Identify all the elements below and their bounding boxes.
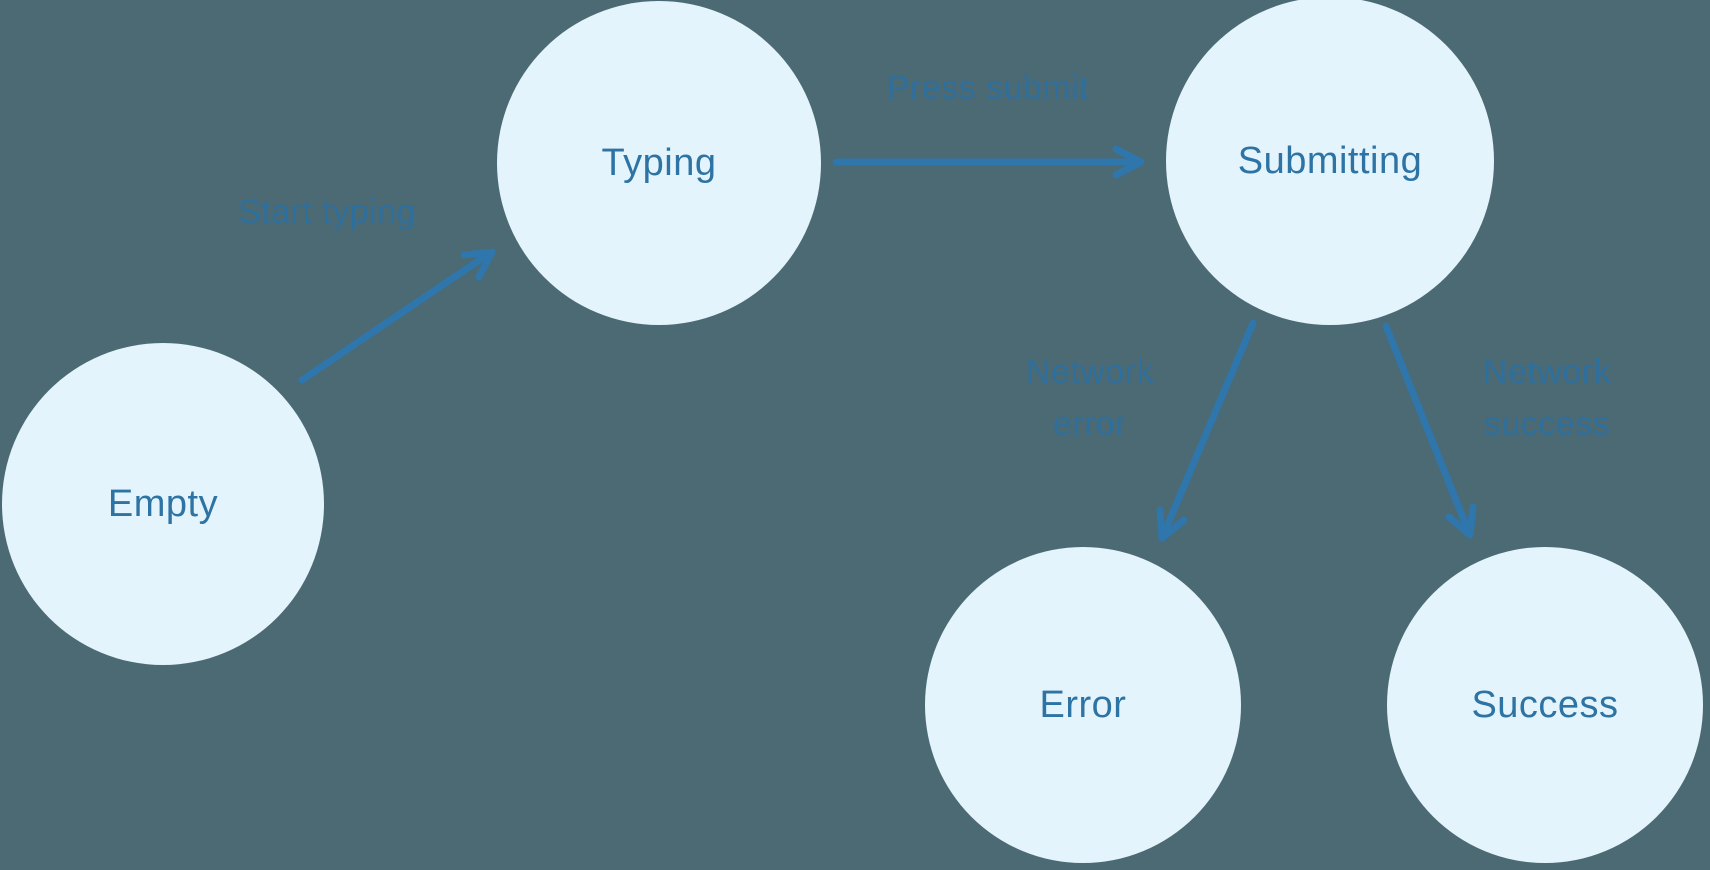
state-node-typing: Typing <box>497 1 821 325</box>
state-node-submitting: Submitting <box>1166 0 1494 325</box>
edge-label-network-success: Network success <box>1482 353 1612 443</box>
edge-label-network-error: Network error <box>1025 353 1155 443</box>
state-label-empty: Empty <box>107 482 219 525</box>
state-label-success: Success <box>1471 683 1619 726</box>
state-label-error: Error <box>1039 683 1127 726</box>
state-node-success: Success <box>1387 547 1703 863</box>
state-node-empty: Empty <box>2 343 324 665</box>
edge-label-start-typing: Start typing <box>238 193 416 231</box>
edge-empty-to-typing-arrow <box>298 248 496 384</box>
edge-submitting-to-success-arrow <box>1382 322 1477 539</box>
edge-submitting-to-error-arrow <box>1156 319 1257 542</box>
edge-typing-to-submitting-arrow <box>832 145 1145 179</box>
state-label-typing: Typing <box>601 141 717 184</box>
state-label-submitting: Submitting <box>1237 139 1423 182</box>
edge-label-press-submit: Press submit <box>886 69 1090 107</box>
state-node-error: Error <box>925 547 1241 863</box>
